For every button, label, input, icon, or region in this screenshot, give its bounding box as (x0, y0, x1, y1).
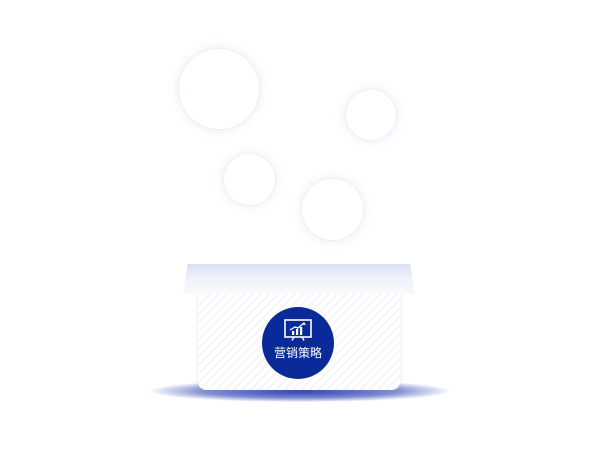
box-lid (183, 264, 415, 294)
bubble-small-right (345, 89, 397, 141)
marketing-strategy-badge[interactable]: 营销策略 (262, 307, 334, 379)
bubble-small-left (223, 153, 276, 206)
chart-growth-icon (284, 319, 312, 341)
bubble-medium (301, 178, 364, 241)
badge-label: 营销策略 (273, 346, 322, 360)
bubble-large (178, 48, 260, 130)
